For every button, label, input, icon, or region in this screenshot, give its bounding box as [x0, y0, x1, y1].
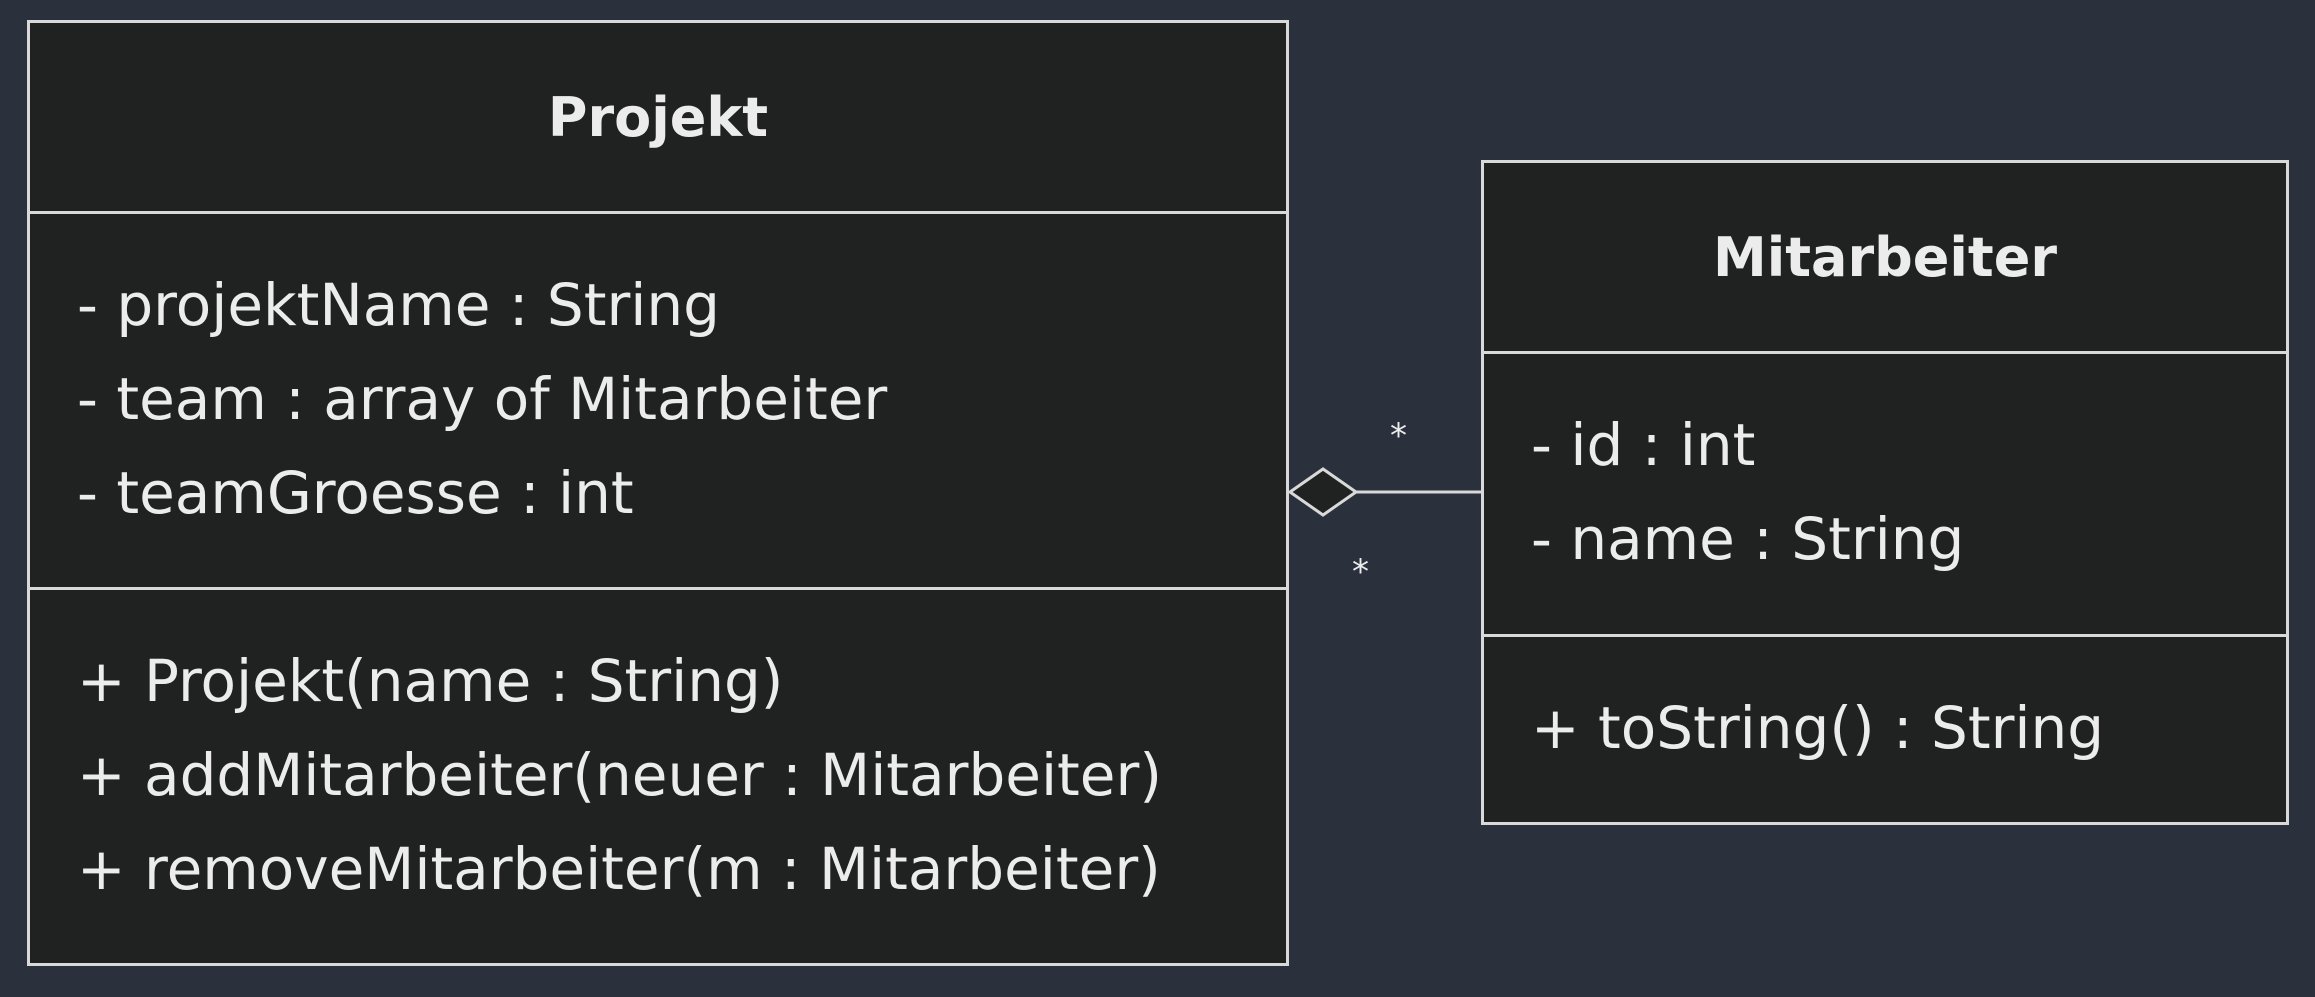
class-mitarbeiter: Mitarbeiter - id : int - name : String +…	[1481, 160, 2289, 825]
operation-addmitarbeiter: + addMitarbeiter(neuer : Mitarbeiter)	[77, 741, 1162, 809]
attribute-teamgroesse: - teamGroesse : int	[77, 459, 634, 527]
class-projekt-name: Projekt	[547, 85, 769, 149]
aggregation-diamond-icon	[1287, 467, 1359, 517]
class-mitarbeiter-attributes: - id : int - name : String	[1484, 354, 2286, 637]
class-mitarbeiter-operations: + toString() : String	[1484, 637, 2286, 775]
operation-projekt-constructor: + Projekt(name : String)	[77, 647, 784, 715]
attribute-team: - team : array of Mitarbeiter	[77, 365, 888, 433]
class-projekt-operations: + Projekt(name : String) + addMitarbeite…	[30, 590, 1286, 916]
multiplicity-part: *	[1390, 416, 1407, 456]
class-mitarbeiter-name: Mitarbeiter	[1713, 225, 2057, 289]
multiplicity-whole: *	[1352, 552, 1369, 592]
class-projekt-attributes: - projektName : String - team : array of…	[30, 214, 1286, 590]
operation-tostring: + toString() : String	[1531, 694, 2105, 762]
attribute-name: - name : String	[1531, 505, 1965, 573]
class-projekt-header: Projekt	[30, 23, 1286, 214]
attribute-id: - id : int	[1531, 411, 1756, 479]
class-mitarbeiter-header: Mitarbeiter	[1484, 163, 2286, 354]
operation-removemitarbeiter: + removeMitarbeiter(m : Mitarbeiter)	[77, 835, 1161, 903]
attribute-projektname: - projektName : String	[77, 271, 720, 339]
class-projekt: Projekt - projektName : String - team : …	[27, 20, 1289, 966]
